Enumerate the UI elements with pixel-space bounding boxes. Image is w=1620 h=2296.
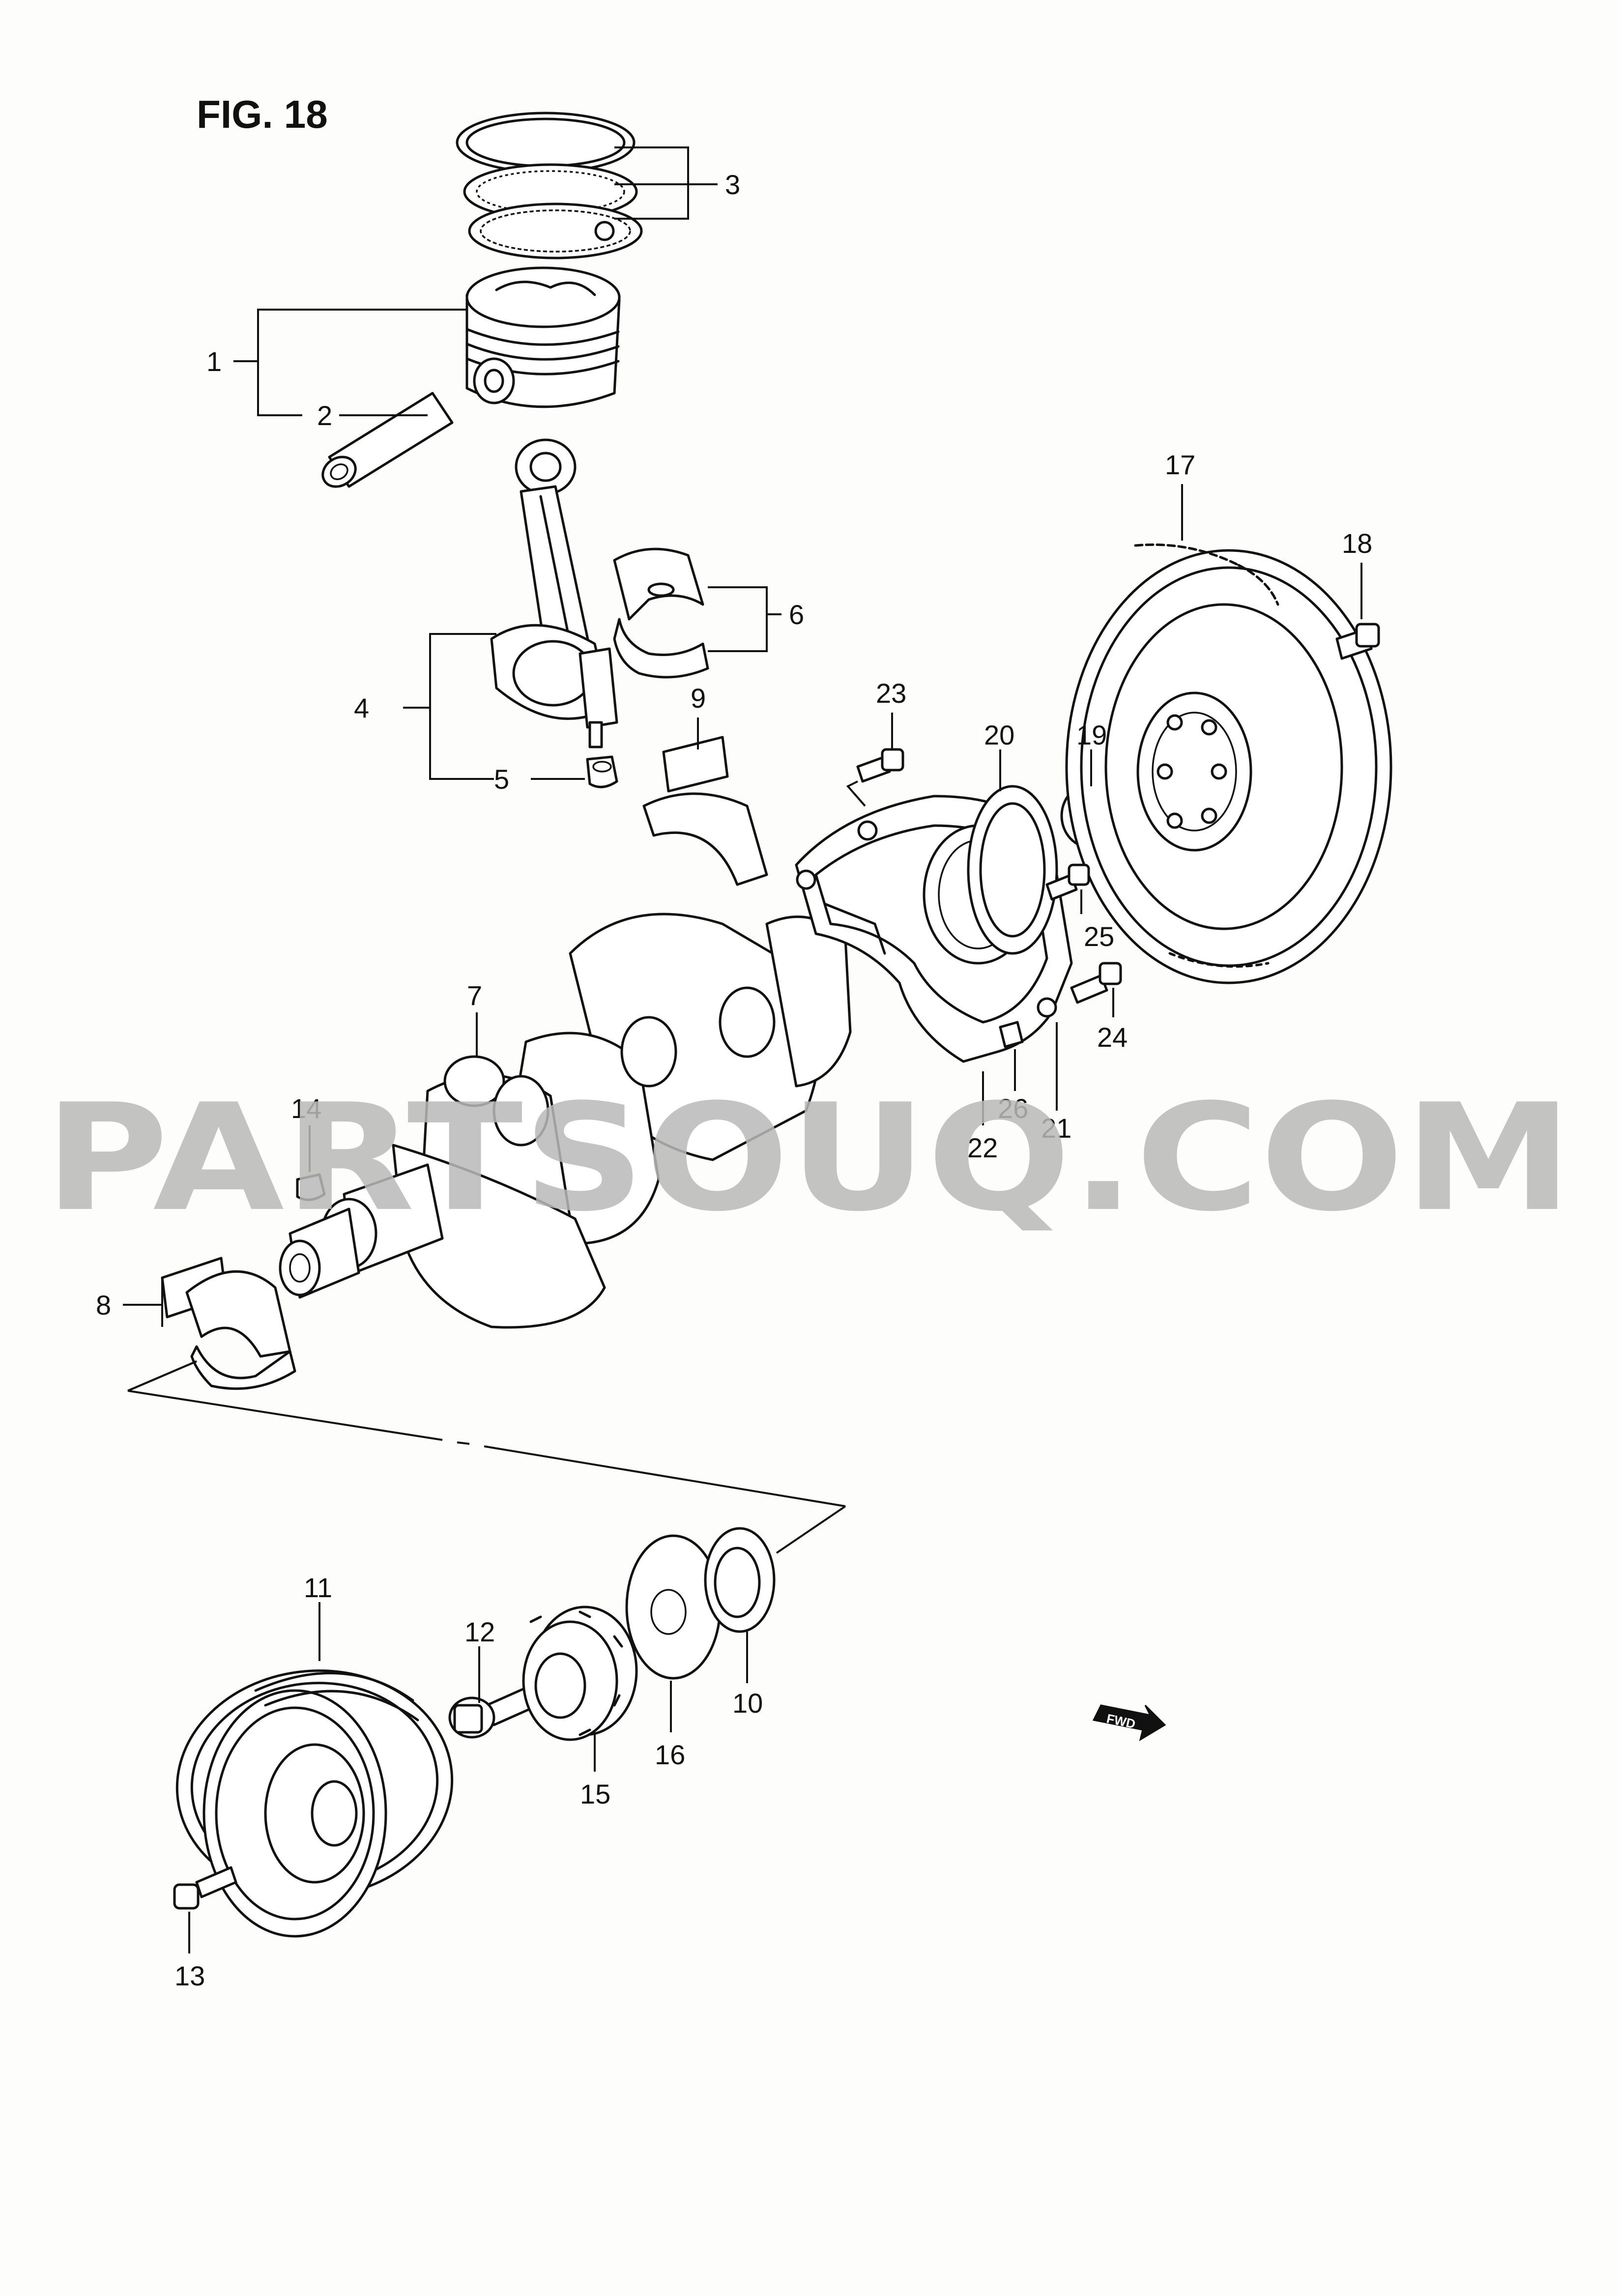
piston-drawing <box>465 266 621 408</box>
timing-gear-drawing <box>522 1606 638 1741</box>
callout-16: 16 <box>655 1739 685 1770</box>
callout-22: 22 <box>967 1132 998 1163</box>
callout-1: 1 <box>206 346 222 377</box>
callout-3: 3 <box>725 169 740 200</box>
callout-20: 20 <box>984 719 1014 750</box>
callout-8: 8 <box>96 1290 111 1320</box>
callout-19: 19 <box>1076 719 1107 750</box>
pulley-bolt-drawing <box>448 1684 540 1739</box>
figure-title: FIG. 18 <box>197 92 328 136</box>
housing-bolt-lower-drawing <box>1070 962 1122 1004</box>
callout-25: 25 <box>1084 921 1114 952</box>
callout-23: 23 <box>876 678 906 709</box>
leader-lines <box>123 146 1362 1953</box>
callout-11: 11 <box>304 1572 332 1603</box>
callout-7: 7 <box>467 980 482 1011</box>
dowel-pin-drawing <box>999 1021 1024 1048</box>
callout-10: 10 <box>732 1688 763 1719</box>
callout-12: 12 <box>464 1616 495 1647</box>
callout-24: 24 <box>1097 1022 1128 1053</box>
forward-direction-marker: FWD <box>1092 1704 1166 1742</box>
callout-6: 6 <box>789 599 804 630</box>
crankshaft-drawing <box>279 913 852 1329</box>
callout-2: 2 <box>317 400 332 431</box>
rear-oil-seal-drawing <box>967 785 1058 955</box>
guide-plate-drawing <box>625 1534 722 1680</box>
callout-9: 9 <box>691 683 706 714</box>
callout-13: 13 <box>174 1960 205 1991</box>
piston-pin-drawing <box>321 392 454 488</box>
woodruff-key-drawing <box>296 1173 326 1201</box>
main-bearing-lower-drawing <box>161 1257 296 1390</box>
callout-15: 15 <box>580 1779 610 1809</box>
rod-bearing-drawing <box>613 547 709 679</box>
callout-26: 26 <box>998 1093 1028 1124</box>
main-bearing-upper-drawing <box>642 736 768 886</box>
callout-14: 14 <box>291 1093 321 1124</box>
connecting-rod-drawing <box>490 438 618 788</box>
crank-pulley-drawing <box>175 1669 454 1938</box>
piston-ring-set-drawing <box>456 112 643 259</box>
flywheel-drawing <box>1065 543 1392 984</box>
callout-21: 21 <box>1041 1113 1071 1144</box>
callout-17: 17 <box>1165 449 1195 480</box>
front-oil-seal-drawing <box>704 1527 776 1633</box>
housing-bolt-upper-drawing <box>856 748 904 783</box>
watermark: PARTSOUQ.COM <box>44 1072 1573 1244</box>
callout-18: 18 <box>1342 528 1372 559</box>
flywheel-bolt-drawing <box>1335 623 1380 660</box>
callout-5: 5 <box>494 764 509 795</box>
pulley-small-bolt-drawing <box>173 1866 237 1910</box>
housing-bolt-mid-drawing <box>1045 863 1090 901</box>
callout-4: 4 <box>354 692 369 723</box>
callout-labels: 3 1 2 4 5 6 9 7 14 8 17 18 19 20 23 25 2… <box>96 169 1372 1991</box>
